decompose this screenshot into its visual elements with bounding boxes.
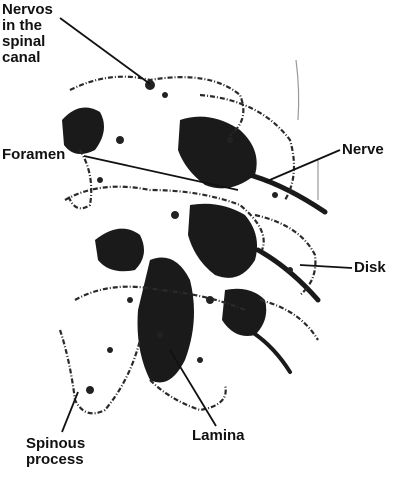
nerve-roots: [240, 175, 325, 372]
label-spinous-line-1: Spinous: [26, 436, 85, 452]
leader-spinous-process: [62, 392, 78, 432]
label-nerves-line-1: Nervos: [2, 2, 53, 18]
label-nerves-line-2: in the: [2, 18, 53, 34]
label-spinous-process: Spinous process: [26, 436, 85, 468]
label-foramen: Foramen: [2, 147, 65, 163]
label-nerves-line-3: spinal: [2, 34, 53, 50]
leader-lamina: [170, 350, 216, 426]
leader-disk: [300, 265, 352, 268]
spinal-canal-shadow: [62, 108, 266, 383]
spinous-process-shape: [60, 330, 140, 413]
label-nerves-in-canal: Nervos in the spinal canal: [2, 2, 53, 66]
label-disk: Disk: [354, 260, 386, 276]
lower-body: [260, 300, 318, 340]
label-spinous-line-2: process: [26, 452, 85, 468]
spinous-process-upper: [68, 150, 91, 208]
label-nerve: Nerve: [342, 142, 384, 158]
label-lamina: Lamina: [192, 428, 245, 444]
leader-nerve: [265, 150, 340, 182]
background-edge-line: [296, 60, 299, 120]
label-nerves-line-4: canal: [2, 50, 53, 66]
leader-nerves-in-canal: [60, 18, 150, 84]
lamina-shape: [150, 380, 226, 410]
